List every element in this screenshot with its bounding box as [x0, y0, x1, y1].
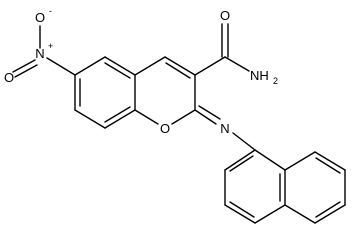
bond-nap-c8-c7	[314, 151, 346, 171]
bond-o1-c8a	[134, 109, 159, 125]
bond-nap-c8a-c1	[254, 149, 286, 171]
bond-nap-c1-c2-inner	[229, 155, 254, 172]
bond-nap-c6-c5-inner	[315, 201, 341, 218]
nitro-oxygen-minus-label: O	[35, 10, 45, 25]
bond-n-o-double-b	[14, 64, 38, 78]
bond-c2-imine-n-a	[194, 109, 217, 125]
bond-nap-c6-c5	[314, 204, 346, 224]
nitro-oxygen-double-label: O	[4, 70, 14, 85]
bond-c4-c3-inner	[165, 62, 191, 79]
bond-c4a-c4	[134, 56, 166, 76]
bond-nap-c4-c4a	[254, 204, 286, 224]
ring-oxygen-label: O	[160, 121, 170, 136]
bond-imine-n-naphthyl	[232, 132, 256, 151]
bond-c8a-c4a	[104, 56, 136, 76]
bond-nap-c3-c4	[224, 204, 256, 224]
imine-nitrogen-label: N	[220, 121, 229, 136]
bond-nap-c8a-c8	[284, 151, 316, 171]
naphthalene-ring-b	[284, 151, 346, 224]
bond-c8a-c4a-inner	[104, 62, 131, 79]
bond-c6-c7	[74, 109, 106, 129]
chromene-benzo-ring	[74, 56, 136, 129]
bond-nap-c8-c7-inner	[315, 157, 341, 174]
bond-c6-nitro-n	[46, 57, 76, 76]
bond-nap-c5-c4a	[284, 204, 316, 224]
nitro-group: O - N + O	[4, 6, 76, 85]
bond-n-o-double-a	[12, 59, 36, 73]
bond-nap-c3-c4-inner	[229, 201, 255, 218]
bond-nap-c1-c2	[224, 149, 256, 171]
bond-carbonyl-c-n	[224, 56, 250, 72]
amide-nh2-subscript: 2	[273, 76, 278, 86]
nitro-nitrogen-label: N	[35, 46, 44, 61]
carboxamide-group: O NH 2	[194, 8, 278, 86]
bond-c7-c8-inner	[104, 106, 131, 123]
chromene-pyran-ring	[134, 56, 196, 125]
naphthalene-ring-a	[224, 149, 286, 224]
bond-c3-carbonyl-c	[194, 56, 226, 76]
bond-c2-imine-n-b	[198, 105, 221, 120]
nitro-nitrogen-charge: +	[48, 41, 53, 51]
bond-c2-o1	[171, 109, 196, 125]
bond-c4-c3	[164, 56, 196, 76]
amide-nh-label: NH	[250, 68, 269, 83]
amide-oxygen-label: O	[220, 8, 230, 23]
bond-c7-c8	[104, 109, 136, 129]
bond-c4a-c5	[74, 56, 106, 76]
imine-linkage: N	[194, 105, 256, 151]
nitro-oxygen-minus-charge: -	[49, 6, 52, 16]
